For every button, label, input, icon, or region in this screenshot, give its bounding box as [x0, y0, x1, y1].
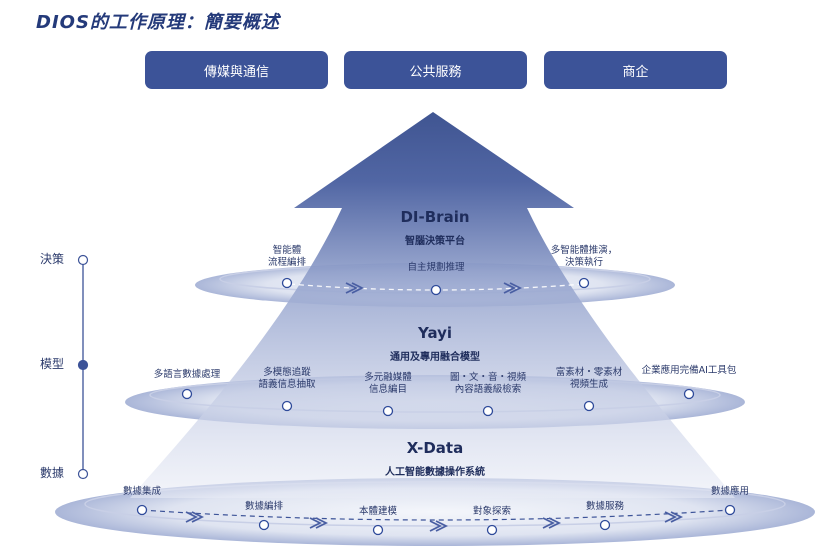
- x-data-node-label-5: 數據服務: [586, 500, 625, 512]
- x-data-node-label-4: 對象探索: [473, 505, 511, 517]
- yayi-node-3: [382, 405, 394, 417]
- x-data-title: X-Data: [407, 439, 463, 457]
- x-data-node-label-3: 本體建模: [359, 505, 398, 517]
- yayi-node-label-3: 多元融媒體信息編目: [364, 371, 412, 395]
- chevron-icon: [542, 517, 556, 529]
- yayi-node-6: [683, 388, 695, 400]
- node-label-line: 富素材・零素材: [556, 366, 623, 378]
- node-label-line: 對象探索: [473, 505, 511, 517]
- node-label-line: 數據編排: [245, 500, 284, 512]
- x-data-node-5: [599, 519, 611, 531]
- axis-label-data: 數據: [40, 466, 64, 480]
- di-brain-node-3: [578, 277, 590, 289]
- x-data-node-1: [136, 504, 148, 516]
- yayi-node-5: [583, 400, 595, 412]
- x-data-node-label-1: 數據集成: [123, 485, 162, 497]
- page-title: DIOS的工作原理：簡要概述: [36, 12, 280, 33]
- flow-chevrons: [185, 282, 684, 532]
- chevron-icon: [185, 511, 199, 523]
- x-data-flow-line: [141, 509, 731, 521]
- chevron-icon: [664, 511, 678, 523]
- node-label-line: 本體建模: [359, 505, 398, 517]
- node-label-line: 智能體: [273, 244, 302, 256]
- node-label-line: 企業應用完備AI工具包: [642, 364, 737, 376]
- chevron-icon: [548, 517, 562, 529]
- node-label-line: 多元融媒體: [364, 371, 412, 383]
- node-layer: 智能體流程編排自主規劃推理多智能體推演，決策執行多語言數據處理多模態追蹤語義信息…: [123, 244, 749, 536]
- media-communications-button[interactable]: 傳媒與通信: [145, 51, 328, 89]
- chevron-icon: [309, 517, 323, 529]
- public-services-button[interactable]: 公共服務: [344, 51, 527, 89]
- x-data-subtitle: 人工智能數據操作系統: [385, 465, 485, 478]
- node-label-line: 數據應用: [711, 485, 749, 497]
- chevron-icon: [191, 511, 205, 523]
- node-label-line: 決策執行: [565, 256, 604, 268]
- node-label-line: 多語言數據處理: [154, 368, 221, 380]
- di-brain-node-label-3: 多智能體推演，決策執行: [551, 244, 618, 268]
- di-brain-node-label-2: 自主規劃推理: [407, 261, 465, 273]
- x-data-node-6: [724, 504, 736, 516]
- yayi-node-label-2: 多模態追蹤語義信息抽取: [258, 366, 316, 390]
- chevron-icon: [435, 520, 449, 532]
- yayi-node-4: [482, 405, 494, 417]
- chevron-icon: [670, 511, 684, 523]
- yayi-title: Yayi: [417, 324, 452, 342]
- x-data-node-label-6: 數據應用: [711, 485, 749, 497]
- chevron-icon: [345, 282, 359, 294]
- di-brain-subtitle: 智腦決策平台: [405, 234, 465, 247]
- di-brain-node-label-1: 智能體流程編排: [268, 244, 307, 268]
- node-label-line: 自主規劃推理: [407, 261, 465, 273]
- di-brain-node-2: [430, 284, 442, 296]
- node-label-line: 數據集成: [123, 485, 162, 497]
- upward-arrow: [130, 112, 735, 498]
- x-data-node-4: [486, 524, 498, 536]
- chevron-icon: [351, 282, 365, 294]
- node-label-line: 圖・文・音・視頻: [450, 371, 527, 383]
- x-data-node-3: [372, 524, 384, 536]
- axis-label-decision: 決策: [40, 252, 64, 266]
- node-label-line: 多模態追蹤: [263, 366, 311, 378]
- yayi-node-label-1: 多語言數據處理: [154, 368, 221, 380]
- x-data-node-label-2: 數據編排: [245, 500, 284, 512]
- node-label-line: 視頻生成: [570, 378, 609, 390]
- yayi-node-1: [181, 388, 193, 400]
- chevron-icon: [509, 282, 523, 294]
- yayi-subtitle: 通用及專用融合模型: [390, 350, 480, 363]
- x-data-node-2: [258, 519, 270, 531]
- node-label-line: 語義信息抽取: [258, 378, 316, 390]
- node-label-line: 流程編排: [268, 256, 307, 268]
- axis-marker-decision: [77, 254, 89, 266]
- yayi-node-label-4: 圖・文・音・視頻內容語義級檢索: [450, 371, 527, 395]
- chevron-icon: [503, 282, 517, 294]
- chevron-icon: [429, 520, 443, 532]
- node-label-line: 數據服務: [586, 500, 625, 512]
- axis-marker-data: [77, 468, 89, 480]
- di-brain-node-1: [281, 277, 293, 289]
- node-label-line: 多智能體推演，: [551, 244, 618, 256]
- enterprise-button[interactable]: 商企: [544, 51, 727, 89]
- node-label-line: 信息編目: [369, 383, 407, 395]
- yayi-node-2: [281, 400, 293, 412]
- chevron-icon: [315, 517, 329, 529]
- node-label-line: 內容語義級檢索: [455, 383, 522, 395]
- yayi-node-label-5: 富素材・零素材視頻生成: [556, 366, 623, 390]
- yayi-node-label-6: 企業應用完備AI工具包: [642, 364, 737, 376]
- axis-marker-model: [77, 359, 89, 371]
- axis-label-model: 模型: [40, 357, 64, 371]
- di-brain-title: DI-Brain: [400, 208, 469, 226]
